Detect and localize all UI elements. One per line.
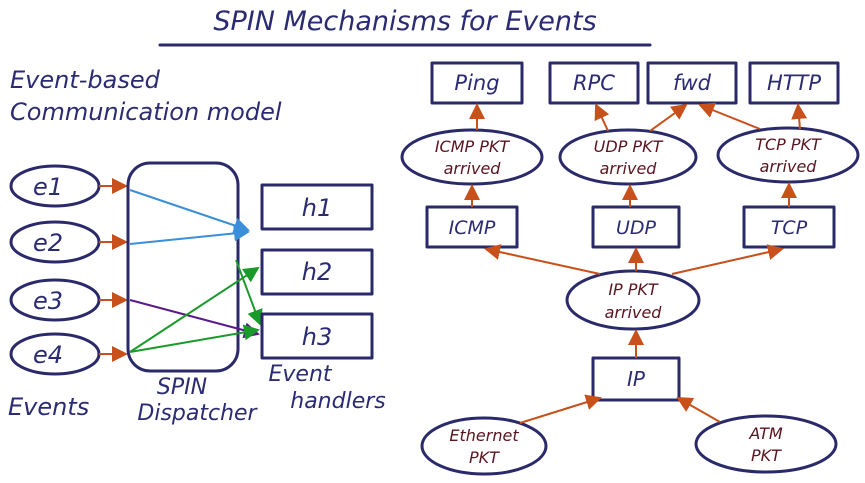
left-heading-line2: Communication model bbox=[10, 98, 282, 126]
protocol-label: ICMP bbox=[449, 217, 496, 239]
app-label: RPC bbox=[573, 71, 615, 95]
event-label: e2 bbox=[33, 229, 63, 257]
events-label: Events bbox=[8, 393, 89, 421]
dispatcher-label-line2: Dispatcher bbox=[137, 401, 258, 426]
arrow-tcppkt-fwd bbox=[698, 102, 761, 130]
app-box-ping: Ping bbox=[430, 61, 524, 105]
event-label: e1 bbox=[33, 173, 63, 201]
protocol-box-tcp: TCP bbox=[742, 205, 836, 249]
pkt-event-line2: arrived bbox=[444, 159, 502, 178]
pkt-event-line1: TCP PKT bbox=[755, 135, 822, 154]
handlers-label-line2: handlers bbox=[290, 389, 386, 414]
page-title: SPIN Mechanisms for Events bbox=[213, 6, 596, 37]
icmp-pkt-arrived-node: ICMP PKT arrived bbox=[400, 128, 544, 186]
dispatch-e4-h3 bbox=[129, 324, 260, 353]
dispatch-e1-h3 bbox=[235, 259, 263, 326]
dispatcher-label-line1: SPIN bbox=[157, 375, 207, 400]
event-node-e1: e1 bbox=[9, 164, 101, 208]
handler-label: h1 bbox=[302, 194, 332, 222]
pkt-event-line2: arrived bbox=[760, 157, 818, 176]
arrow-ippkt-icmp bbox=[484, 244, 601, 275]
app-box-fwd: fwd bbox=[646, 61, 738, 105]
dispatch-e3-h3 bbox=[129, 299, 260, 339]
event-node-e3: e3 bbox=[9, 278, 101, 322]
handler-box-h1: h1 bbox=[260, 183, 374, 231]
app-label: Ping bbox=[454, 71, 499, 95]
app-box-http: HTTP bbox=[748, 61, 840, 105]
protocol-box-udp: UDP bbox=[591, 205, 681, 249]
handler-box-h2: h2 bbox=[260, 248, 374, 296]
event-label: e4 bbox=[33, 341, 63, 369]
protocol-label: TCP bbox=[771, 217, 808, 239]
handlers-label-line1: Event bbox=[268, 362, 332, 387]
ip-box: IP bbox=[591, 356, 681, 402]
arrow-ethernet-ip bbox=[519, 394, 602, 424]
dispatch-e2-h1 bbox=[129, 225, 250, 245]
arrow-udppkt-fwd bbox=[649, 103, 688, 132]
ip-event-line1: IP PKT bbox=[608, 280, 659, 299]
app-box-rpc: RPC bbox=[548, 61, 640, 105]
atm-pkt-node: ATM PKT bbox=[694, 414, 838, 474]
handler-box-h3: h3 bbox=[260, 312, 374, 360]
protocol-box-icmp: ICMP bbox=[425, 205, 519, 249]
source-line1: ATM bbox=[748, 424, 783, 443]
source-line2: PKT bbox=[751, 446, 782, 465]
dispatch-e4-h2 bbox=[129, 266, 260, 353]
pkt-event-line2: arrived bbox=[600, 159, 658, 178]
event-label: e3 bbox=[33, 287, 63, 315]
ethernet-pkt-node: Ethernet PKT bbox=[420, 416, 548, 476]
handler-label: h2 bbox=[302, 258, 332, 286]
dispatch-e1-h1 bbox=[129, 189, 250, 234]
app-label: HTTP bbox=[767, 71, 821, 95]
handler-label: h3 bbox=[302, 323, 332, 351]
left-heading-line1: Event-based bbox=[10, 66, 161, 94]
source-line1: Ethernet bbox=[449, 426, 519, 445]
app-label: fwd bbox=[673, 71, 712, 95]
pkt-event-line1: UDP PKT bbox=[594, 137, 664, 156]
ip-event-line2: arrived bbox=[605, 303, 663, 322]
source-line2: PKT bbox=[469, 448, 500, 467]
event-node-e2: e2 bbox=[9, 220, 101, 264]
udp-pkt-arrived-node: UDP PKT arrived bbox=[558, 128, 698, 186]
arrow-ippkt-tcp bbox=[671, 244, 784, 275]
right-arrows bbox=[464, 102, 808, 424]
ip-label: IP bbox=[627, 367, 646, 391]
ip-pkt-arrived-node: IP PKT arrived bbox=[565, 269, 701, 331]
protocol-label: UDP bbox=[616, 217, 657, 239]
arrow-udppkt-rpc bbox=[594, 103, 610, 132]
tcp-pkt-arrived-node: TCP PKT arrived bbox=[716, 126, 860, 184]
arrow-tcppkt-http bbox=[791, 103, 808, 130]
event-node-e4: e4 bbox=[9, 332, 101, 376]
pkt-event-line1: ICMP PKT bbox=[435, 137, 511, 156]
arrow-atm-ip bbox=[676, 397, 721, 423]
